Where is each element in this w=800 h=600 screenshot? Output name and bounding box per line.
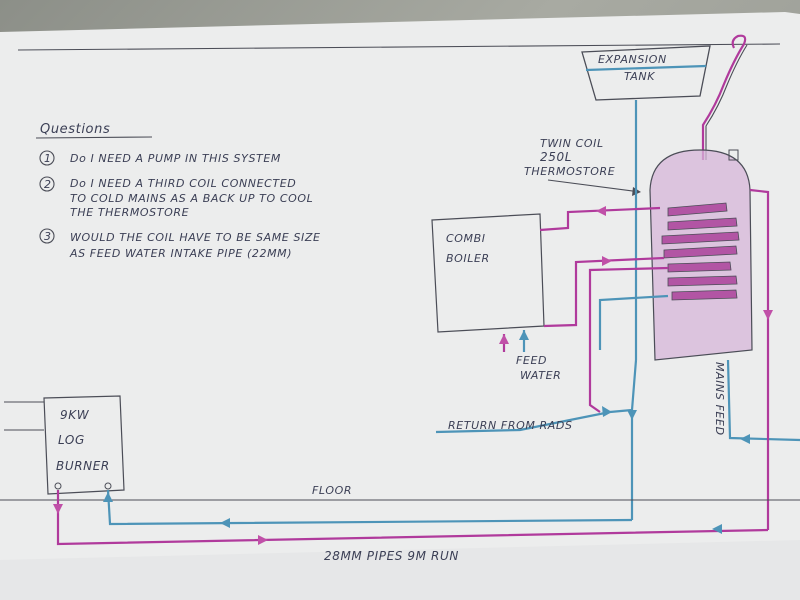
feed-water-arrow-a	[499, 334, 509, 344]
question-3-line-1: WOULD THE COIL HAVE TO BE SAME SIZE	[70, 231, 321, 244]
top-rule-line	[17, 43, 781, 51]
burner-hot-flow-arrow-right	[258, 535, 268, 545]
log-burner-label-2: LOG	[58, 433, 85, 447]
question-1-number: 1	[44, 152, 52, 165]
expansion-tank-water-line	[585, 64, 707, 72]
log-burner-outlet	[54, 482, 62, 490]
combi-boiler-label-1: COMBI	[446, 232, 486, 245]
lower-coil	[667, 261, 738, 301]
mains-feed-arrow	[740, 434, 750, 444]
combi-flow-arrow	[596, 206, 606, 216]
log-burner: 9KW LOG BURNER	[4, 395, 125, 495]
question-3-number: 3	[44, 230, 52, 243]
questions-title: Questions	[40, 122, 110, 137]
thermostore-body-outline	[649, 149, 753, 361]
questions-block: Questions 1 Do I NEED A PUMP IN THIS SYS…	[35, 122, 321, 260]
log-burner-label-1: 9KW	[60, 408, 90, 422]
expansion-tank: EXPANSION TANK	[581, 45, 711, 101]
cold-feed-arrow	[627, 410, 637, 420]
feed-water-label-1: FEED	[516, 354, 547, 367]
combi-return-arrow	[602, 256, 612, 266]
pipes-label: 28MM PIPES 9M RUN	[324, 549, 459, 563]
mains-arrow-left	[712, 524, 722, 534]
combi-flow-pipe	[539, 206, 661, 232]
burner-hot-flow-arrow-down	[53, 504, 63, 514]
mains-feed-pipe	[726, 359, 800, 442]
right-hot-arrow	[763, 310, 773, 320]
paper-sheet	[0, 12, 800, 600]
thermostore-label-2: 250L	[540, 150, 572, 164]
lower-coil-pink-link	[588, 266, 669, 413]
paper-shadow	[0, 540, 800, 600]
upper-coil	[661, 202, 740, 259]
question-1-marker	[39, 150, 55, 166]
thermostore-label-3: THERMOSTORE	[524, 165, 615, 178]
return-from-rads-arrow	[602, 406, 612, 417]
thermostore-label-1: TWIN COIL	[540, 137, 604, 150]
question-1-line-1: Do I NEED A PUMP IN THIS SYSTEM	[70, 152, 281, 165]
question-2-line-3: THE THERMOSTORE	[70, 206, 189, 219]
burner-cold-return-arrow-up	[103, 492, 113, 502]
lower-coil-blue-link	[598, 294, 669, 350]
thermostore-label: TWIN COIL 250L THERMOSTORE	[524, 137, 641, 196]
expansion-tank-body	[581, 45, 711, 101]
question-3-line-2: AS FEED WATER INTAKE PIPE (22MM)	[69, 247, 292, 260]
return-from-rads-pipe	[435, 408, 633, 434]
question-3-marker	[39, 228, 55, 244]
return-from-rads-label: RETURN FROM RADS	[448, 419, 573, 432]
question-2-line-2: TO COLD MAINS AS A BACK UP TO COOL	[70, 192, 313, 205]
log-burner-label-3: BURNER	[56, 459, 110, 473]
burner-cold-return-arrow-left	[220, 518, 230, 528]
log-burner-box	[43, 395, 125, 495]
expansion-tank-label-1: EXPANSION	[598, 53, 667, 66]
thermostore-top-fitting	[728, 149, 739, 161]
log-burner-inlet	[104, 482, 112, 490]
feed-water-arrow-b	[519, 330, 529, 340]
mains-feed-label: MAINS FEED	[713, 362, 726, 436]
vent-pipe	[701, 34, 747, 160]
thermostore-cylinder	[649, 149, 753, 361]
combi-return-pipe	[543, 256, 665, 328]
questions-underline	[35, 136, 153, 139]
right-hot-pipe	[749, 188, 770, 530]
question-2-marker	[39, 176, 55, 192]
floor-label: FLOOR	[312, 484, 352, 497]
expansion-tank-label-2: TANK	[624, 70, 655, 83]
vent-pipe-edge	[705, 44, 748, 160]
thermostore-pointer	[547, 179, 641, 193]
combi-boiler-label-2: BOILER	[446, 252, 490, 265]
question-2-number: 2	[44, 178, 52, 191]
feed-water-label-2: WATER	[520, 369, 561, 382]
question-2-line-1: Do I NEED A THIRD COIL CONNECTED	[70, 177, 296, 190]
